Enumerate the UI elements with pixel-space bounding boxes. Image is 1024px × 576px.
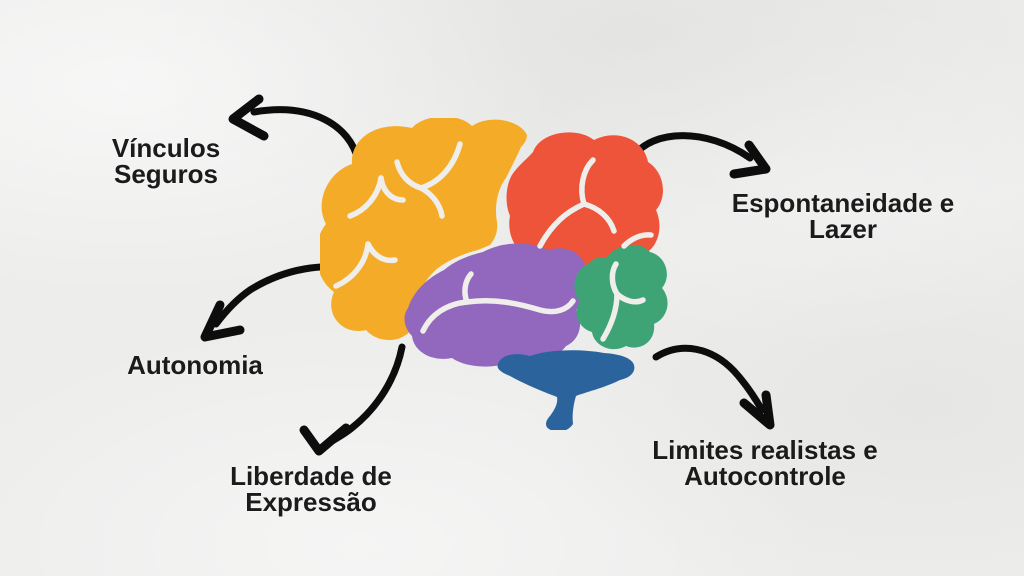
label-espontaneidade-lazer: Espontaneidade e Lazer (700, 190, 986, 242)
label-liberdade-expressao: Liberdade de Expressão (191, 463, 431, 515)
label-line: Autonomia (127, 350, 263, 380)
brainstem-shape (497, 350, 635, 430)
label-line: Expressão (245, 487, 377, 517)
label-line: Liberdade de (230, 461, 392, 491)
label-line: Lazer (809, 214, 877, 244)
label-limites-autocontrole: Limites realistas e Autocontrole (613, 437, 917, 489)
temporal-lobe-shape (404, 243, 589, 367)
label-vinculos-seguros: Vínculos Seguros (46, 135, 286, 187)
label-line: Limites realistas e (652, 435, 878, 465)
label-line: Autocontrole (684, 461, 846, 491)
label-line: Seguros (113, 159, 219, 189)
arrow-vinculos-seguros (228, 94, 362, 164)
brain-illustration (320, 118, 668, 430)
arrow-liberdade-expressao (299, 343, 406, 456)
frontal-lobe-shape (320, 118, 527, 341)
label-line: Espontaneidade e (731, 188, 955, 218)
label-autonomia: Autonomia (75, 352, 315, 378)
label-line: Vínculos (111, 133, 221, 163)
brain-gyri-lines (333, 141, 654, 342)
arrow-limites-autocontrole (652, 344, 775, 430)
